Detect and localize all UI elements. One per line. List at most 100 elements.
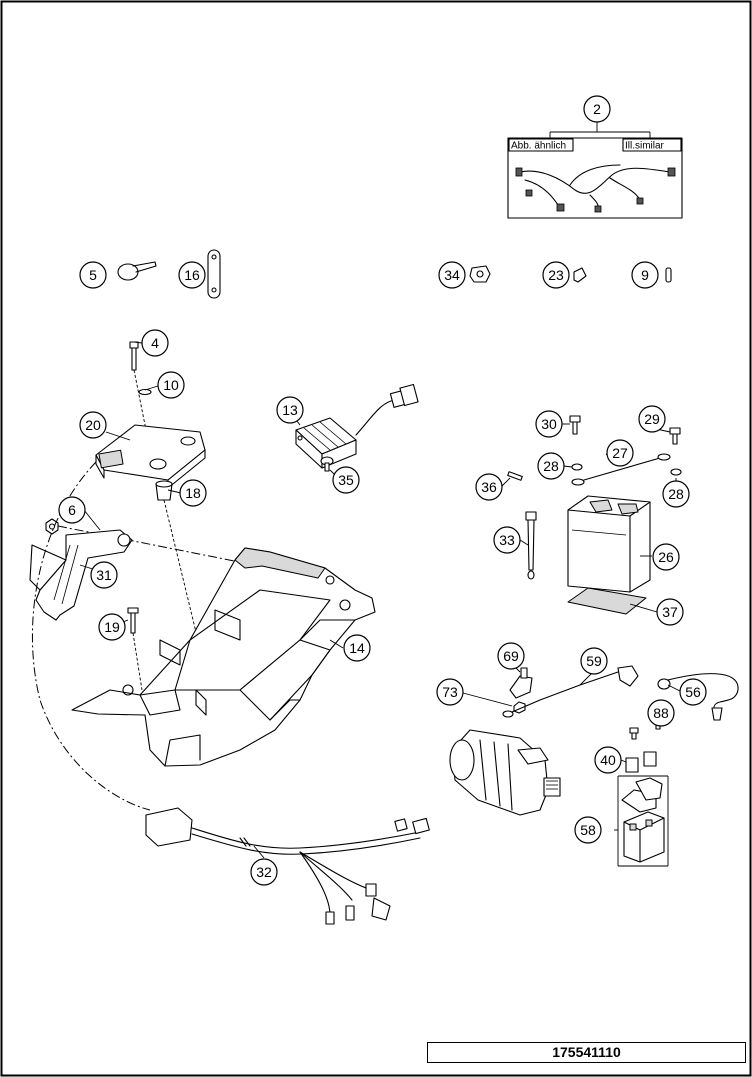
svg-text:88: 88 (653, 705, 669, 721)
starter-relay-58 (614, 775, 669, 867)
svg-text:37: 37 (662, 604, 678, 620)
washer-10 (138, 388, 152, 396)
svg-text:30: 30 (541, 416, 557, 432)
callout-40: 40 (594, 746, 622, 774)
svg-text:35: 35 (338, 472, 354, 488)
svg-text:20: 20 (85, 417, 101, 433)
screw-4 (129, 341, 139, 371)
callout-36: 36 (475, 473, 503, 501)
callout-37: 37 (656, 598, 684, 626)
callout-29: 29 (638, 405, 666, 433)
bracket-31 (29, 529, 133, 621)
cable-tie (117, 261, 157, 281)
starter-motor (449, 729, 561, 816)
battery-26 (567, 495, 651, 593)
clip-part-23 (573, 267, 587, 283)
battery-cable-27 (571, 453, 671, 486)
similar-note-en: Ill.similar (625, 141, 665, 152)
svg-text:73: 73 (442, 684, 458, 700)
callout-10: 10 (157, 371, 185, 399)
callout-2: 2 (583, 95, 611, 123)
callout-27: 27 (606, 439, 634, 467)
nut-6 (45, 518, 59, 535)
clip-part-34 (469, 265, 491, 283)
sub-harness-32 (145, 807, 430, 925)
ground-cable-56 (657, 673, 739, 721)
svg-text:2: 2 (593, 101, 601, 117)
cap-69 (509, 667, 533, 699)
svg-text:33: 33 (499, 532, 515, 548)
fuses-40 (625, 751, 657, 773)
svg-text:5: 5 (89, 267, 97, 283)
callout-6: 6 (58, 496, 86, 524)
callout-14: 14 (343, 634, 371, 662)
holding-strap (207, 249, 221, 299)
callout-16: 16 (178, 261, 206, 289)
svg-text:14: 14 (349, 640, 365, 656)
callout-88: 88 (647, 699, 675, 727)
svg-text:32: 32 (256, 864, 272, 880)
svg-text:28: 28 (543, 458, 559, 474)
callout-4: 4 (141, 329, 169, 357)
svg-text:10: 10 (163, 377, 179, 393)
screw-29 (669, 427, 681, 445)
callout-34: 34 (438, 261, 466, 289)
battery-pad-37 (567, 587, 647, 615)
svg-text:40: 40 (600, 752, 616, 768)
callout-5: 5 (79, 261, 107, 289)
callout-28b: 28 (662, 480, 690, 508)
callout-56: 56 (679, 678, 707, 706)
svg-text:28: 28 (668, 486, 684, 502)
battery-strap-33 (525, 511, 537, 580)
svg-text:69: 69 (503, 648, 519, 664)
callout-18: 18 (179, 479, 207, 507)
ecu-unit (95, 424, 206, 489)
svg-text:29: 29 (644, 411, 660, 427)
svg-text:18: 18 (185, 485, 201, 501)
callout-30: 30 (535, 410, 563, 438)
callout-58: 58 (574, 816, 602, 844)
screw-30 (569, 415, 581, 435)
wiring-harness-inset: Abb. ähnlich Ill.similar (507, 122, 683, 219)
callout-33: 33 (493, 526, 521, 554)
callout-73: 73 (436, 678, 464, 706)
svg-text:19: 19 (104, 619, 120, 635)
svg-text:31: 31 (96, 567, 112, 583)
rubber-bush-18 (155, 480, 173, 501)
electronics-tray-14 (71, 547, 376, 767)
callout-28a: 28 (537, 452, 565, 480)
washer-28a (571, 463, 583, 471)
callout-20: 20 (79, 411, 107, 439)
callout-35: 35 (332, 466, 360, 494)
callout-32: 32 (250, 858, 278, 886)
svg-text:59: 59 (586, 653, 602, 669)
svg-text:27: 27 (612, 445, 628, 461)
svg-text:16: 16 (184, 267, 200, 283)
callout-19: 19 (98, 613, 126, 641)
callout-69: 69 (497, 642, 525, 670)
screw-36 (507, 471, 523, 481)
svg-text:4: 4 (151, 335, 159, 351)
callout-13: 13 (276, 396, 304, 424)
plug-part-9 (665, 267, 672, 283)
screw-19 (127, 607, 139, 634)
callout-23: 23 (542, 261, 570, 289)
starter-cable-59 (502, 665, 639, 718)
drawing-number-box: 175541110 (427, 1042, 746, 1063)
svg-text:6: 6 (68, 502, 76, 518)
svg-text:58: 58 (580, 822, 596, 838)
voltage-regulator (295, 383, 419, 469)
svg-text:23: 23 (548, 267, 564, 283)
callout-31: 31 (90, 561, 118, 589)
svg-text:26: 26 (658, 549, 674, 565)
svg-text:9: 9 (641, 267, 649, 283)
svg-text:34: 34 (444, 267, 460, 283)
screw-35 (320, 456, 334, 472)
callout-9: 9 (631, 261, 659, 289)
svg-text:56: 56 (685, 684, 701, 700)
svg-text:13: 13 (282, 402, 298, 418)
similar-note-de: Abb. ähnlich (511, 141, 566, 152)
washer-28b (670, 468, 682, 476)
